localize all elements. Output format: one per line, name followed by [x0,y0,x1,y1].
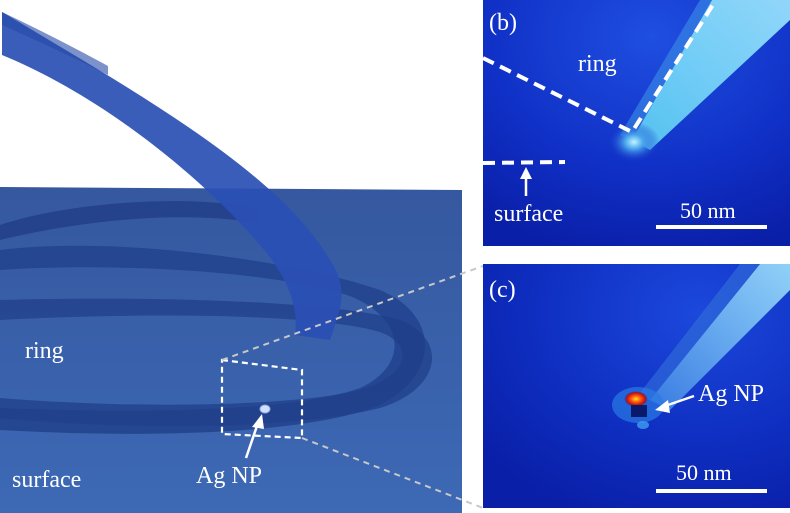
zoom-box [220,358,304,440]
panel-c: (c) Ag NP 50 nm [483,264,790,508]
label-ag-np-a: Ag NP [196,463,262,489]
panel-b-letter: (b) [489,10,517,36]
ag-np-arrow-shaft [244,422,260,459]
zoom-line-top [221,265,484,361]
ag-np-body [631,405,647,417]
label-surface-a: surface [12,467,81,493]
ring-beam-c-halo [636,264,760,400]
ring-lower-band [0,298,433,427]
contact-glow-b [608,122,660,162]
panel-b: (b) ring surface 50 nm [483,0,790,246]
ag-nanoparticle [259,404,271,414]
ag-np-arrow-c-shaft [664,394,695,408]
scale-bar-label-c: 50 nm [676,460,732,485]
surface-arrowhead-b [520,167,532,179]
label-ag-np-c: Ag NP [698,381,764,407]
ag-np-arrowhead [252,414,264,429]
scale-bar-label-b: 50 nm [680,198,736,223]
ring-outline-b [483,0,718,135]
ag-np-arrowhead-c [655,400,670,413]
label-ring-a: ring [25,338,64,364]
ring-shadow-upper [0,201,261,240]
np-lower-glow [637,421,649,429]
ring-beam-b-halo [620,0,712,140]
panel-c-letter: (c) [489,277,516,303]
ring-beam-b [632,0,790,150]
ring-upper-arc-overlap [2,12,108,75]
ag-np-hotspot [624,391,648,407]
ring-upper-arc [2,12,342,340]
surface-line-b [483,160,566,165]
label-surface-b: surface [494,201,563,227]
panel-a: ring surface Ag NP [0,12,484,513]
label-ring-b: ring [578,51,617,77]
ring-beam-c [650,264,790,410]
